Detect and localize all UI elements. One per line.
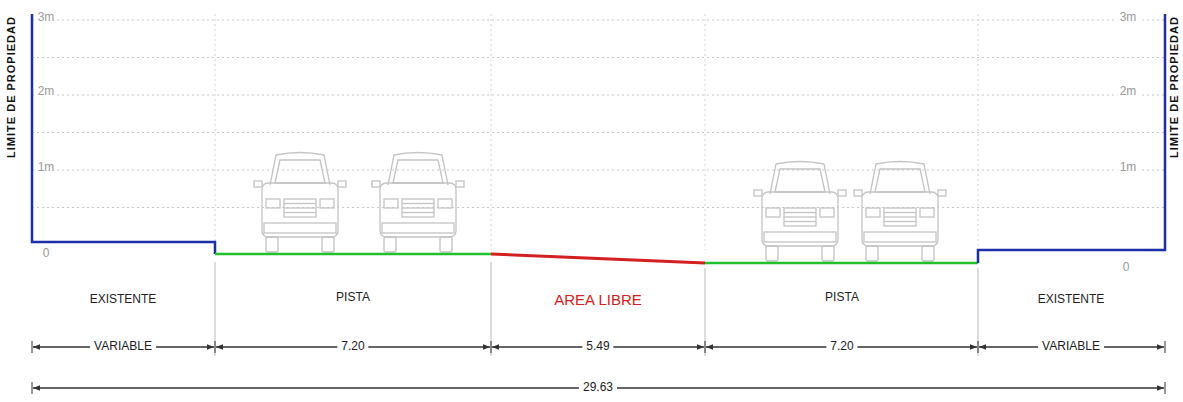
dimension-value: 5.49 xyxy=(582,340,613,353)
dimension-value: 7.20 xyxy=(826,340,857,353)
section-name: PISTA xyxy=(825,291,859,304)
dimension-value: VARIABLE xyxy=(90,340,156,353)
section-dividers xyxy=(215,262,978,356)
height-mark: 3m xyxy=(36,11,57,24)
dimension-value: VARIABLE xyxy=(1038,340,1104,353)
car-front xyxy=(372,153,464,253)
dimension-tick xyxy=(491,341,492,353)
height-mark: 0 xyxy=(41,247,52,260)
dimension-tick xyxy=(1165,341,1166,353)
dimension-tick xyxy=(215,341,216,353)
car-front xyxy=(854,162,946,262)
dimension-tick xyxy=(32,382,33,394)
section-name: EXISTENTE xyxy=(1038,293,1105,306)
grid-line xyxy=(32,95,1165,96)
vehicles xyxy=(254,153,946,262)
existing-left xyxy=(32,14,215,254)
grid-line xyxy=(215,14,216,250)
dimension-value: 29.63 xyxy=(579,381,617,394)
grid-line xyxy=(32,170,1165,171)
car-front xyxy=(254,153,346,253)
grid-line xyxy=(491,14,492,250)
dimension-tick xyxy=(705,341,706,353)
height-mark: 0 xyxy=(1121,261,1132,274)
dimension-tick xyxy=(1165,382,1166,394)
section-name: AREA LIBRE xyxy=(554,292,642,309)
area-libre xyxy=(491,254,705,263)
profile xyxy=(32,14,1165,263)
dimension-lines xyxy=(32,341,1165,394)
car-front xyxy=(754,162,846,262)
height-mark: 1m xyxy=(1118,161,1139,174)
dimension-tick xyxy=(32,341,33,353)
dimension-tick xyxy=(978,341,979,353)
height-mark: 3m xyxy=(1118,11,1139,24)
section-name: PISTA xyxy=(336,291,370,304)
grid-line xyxy=(32,207,1165,208)
grid-line xyxy=(32,20,1165,21)
grid-line xyxy=(32,57,1165,58)
existing-right xyxy=(978,14,1165,263)
grid-line xyxy=(978,14,979,250)
pista-right xyxy=(705,262,978,265)
height-mark: 2m xyxy=(36,85,57,98)
height-mark: 1m xyxy=(36,161,57,174)
property-limit: LIMITE DE PROPIEDAD xyxy=(5,16,17,158)
grid-line xyxy=(705,14,706,250)
grid-line xyxy=(32,132,1165,133)
property-limit: LIMITE DE PROPIEDAD xyxy=(1168,16,1180,158)
grid xyxy=(32,14,1165,250)
dimension-value: 7.20 xyxy=(337,340,368,353)
section-name: EXISTENTE xyxy=(90,293,157,306)
pista-left xyxy=(215,253,491,256)
height-mark: 2m xyxy=(1118,85,1139,98)
